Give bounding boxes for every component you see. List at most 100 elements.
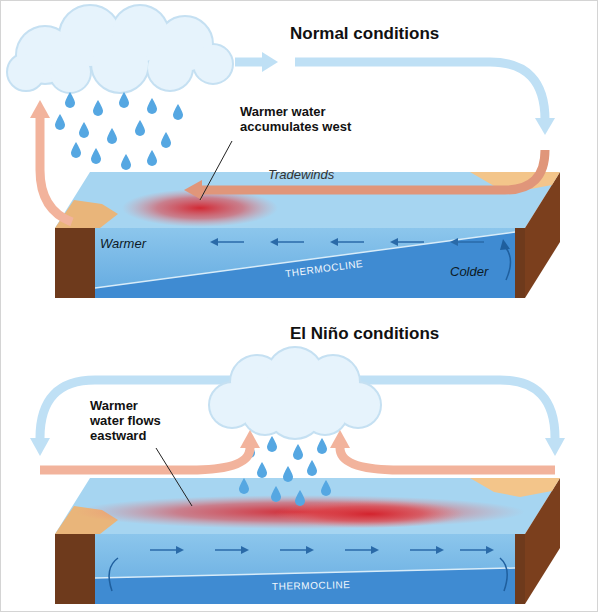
rain-drop [161, 132, 171, 148]
rain-drop [271, 486, 281, 502]
current-arrow [336, 241, 364, 243]
leader-line [156, 448, 192, 506]
arrow-head [241, 546, 249, 554]
rain-drop [283, 466, 293, 482]
land-side [525, 478, 560, 604]
rain-drop [107, 128, 117, 144]
rain-drop [65, 92, 75, 108]
arrow-head [535, 118, 555, 135]
arrow-head [30, 438, 50, 456]
el-nino-ocean-block [55, 478, 560, 604]
rain-drop [257, 462, 267, 478]
arrow-head [176, 546, 184, 554]
callout-text: Warmer water accumulates west [240, 104, 365, 134]
eddy-arrow [109, 558, 118, 591]
cold-deep-water [95, 232, 515, 298]
callout-text: Warmer water flows eastward [90, 398, 175, 443]
cloud [210, 348, 380, 438]
current-arrow [410, 549, 438, 551]
tradewind-arrow [200, 150, 545, 190]
arrow-head [390, 238, 398, 246]
current-arrow [396, 241, 424, 243]
thermocline-line [95, 232, 515, 288]
current-arrow [460, 549, 488, 551]
el-nino-circulation-back [30, 380, 565, 456]
rain-drop [91, 148, 101, 164]
land-block [55, 228, 95, 298]
arrow-head [184, 180, 202, 200]
thermocline-label: THERMOCLINE [272, 579, 351, 592]
arrow-head [262, 52, 278, 72]
arrow-head [270, 238, 278, 246]
rain-drop [121, 154, 131, 170]
cloud [8, 6, 232, 92]
water-label: Colder [450, 264, 488, 279]
current-arrow [150, 549, 178, 551]
land-block [515, 534, 525, 604]
rain-drop [79, 122, 89, 138]
rain-drop [173, 104, 183, 120]
current-arrow [215, 549, 243, 551]
current-arrow [216, 241, 244, 243]
eddy-arrow [500, 558, 507, 591]
air-flow-arrow [295, 62, 545, 120]
panel-title: Normal conditions [290, 24, 439, 44]
rain-drop [295, 490, 305, 506]
rain-drop [119, 92, 129, 108]
rain-drop [267, 436, 277, 452]
thermocline-line [95, 568, 515, 578]
cloud [210, 348, 380, 438]
water-flow [150, 238, 494, 554]
rain-drop [71, 142, 81, 158]
land-block [515, 228, 525, 298]
current-arrow [280, 549, 308, 551]
arrow-head [240, 430, 260, 448]
ocean-front [55, 228, 525, 298]
land-block [55, 534, 95, 604]
arrow-head [450, 238, 458, 246]
rain-drop [135, 120, 145, 136]
rising-air-arrow [40, 118, 72, 222]
rain-drop [321, 480, 331, 496]
rain-drop [93, 100, 103, 116]
arrow-head [500, 239, 510, 250]
cloud [8, 6, 232, 92]
rain-drop [317, 438, 327, 454]
leader-line [200, 141, 232, 200]
cold-deep-water [95, 568, 515, 604]
rain [55, 92, 331, 506]
land-patch [470, 478, 560, 497]
panel-title: El Niño conditions [290, 324, 439, 344]
rain-drop [147, 150, 157, 166]
ocean-front [55, 534, 525, 604]
current-arrow [345, 549, 373, 551]
arrow-head [545, 438, 565, 456]
rain-drop [307, 460, 317, 476]
rain-drop [239, 478, 249, 494]
land-side [525, 172, 560, 298]
arrow-head [210, 238, 218, 246]
rising-air-arrow [340, 448, 555, 470]
arrow-head [330, 238, 338, 246]
water-label: Warmer [100, 236, 146, 251]
upwelling-arrow [506, 248, 511, 280]
rain-drop [293, 444, 303, 460]
arrow-head [486, 546, 494, 554]
arrow-head [306, 546, 314, 554]
arrow-head [30, 100, 50, 118]
arrow-head [330, 430, 350, 448]
current-arrow [456, 241, 484, 243]
thermocline-label: THERMOCLINE [285, 258, 364, 279]
rising-air-arrow [40, 448, 250, 470]
rain-drop [55, 114, 65, 130]
arrow-head [371, 546, 379, 554]
arrow-head [436, 546, 444, 554]
current-arrow [276, 241, 304, 243]
rain-drop [147, 98, 157, 114]
air-flow-arrow [235, 58, 264, 67]
wind-label: Tradewinds [268, 167, 334, 182]
ocean-surface [55, 478, 560, 534]
